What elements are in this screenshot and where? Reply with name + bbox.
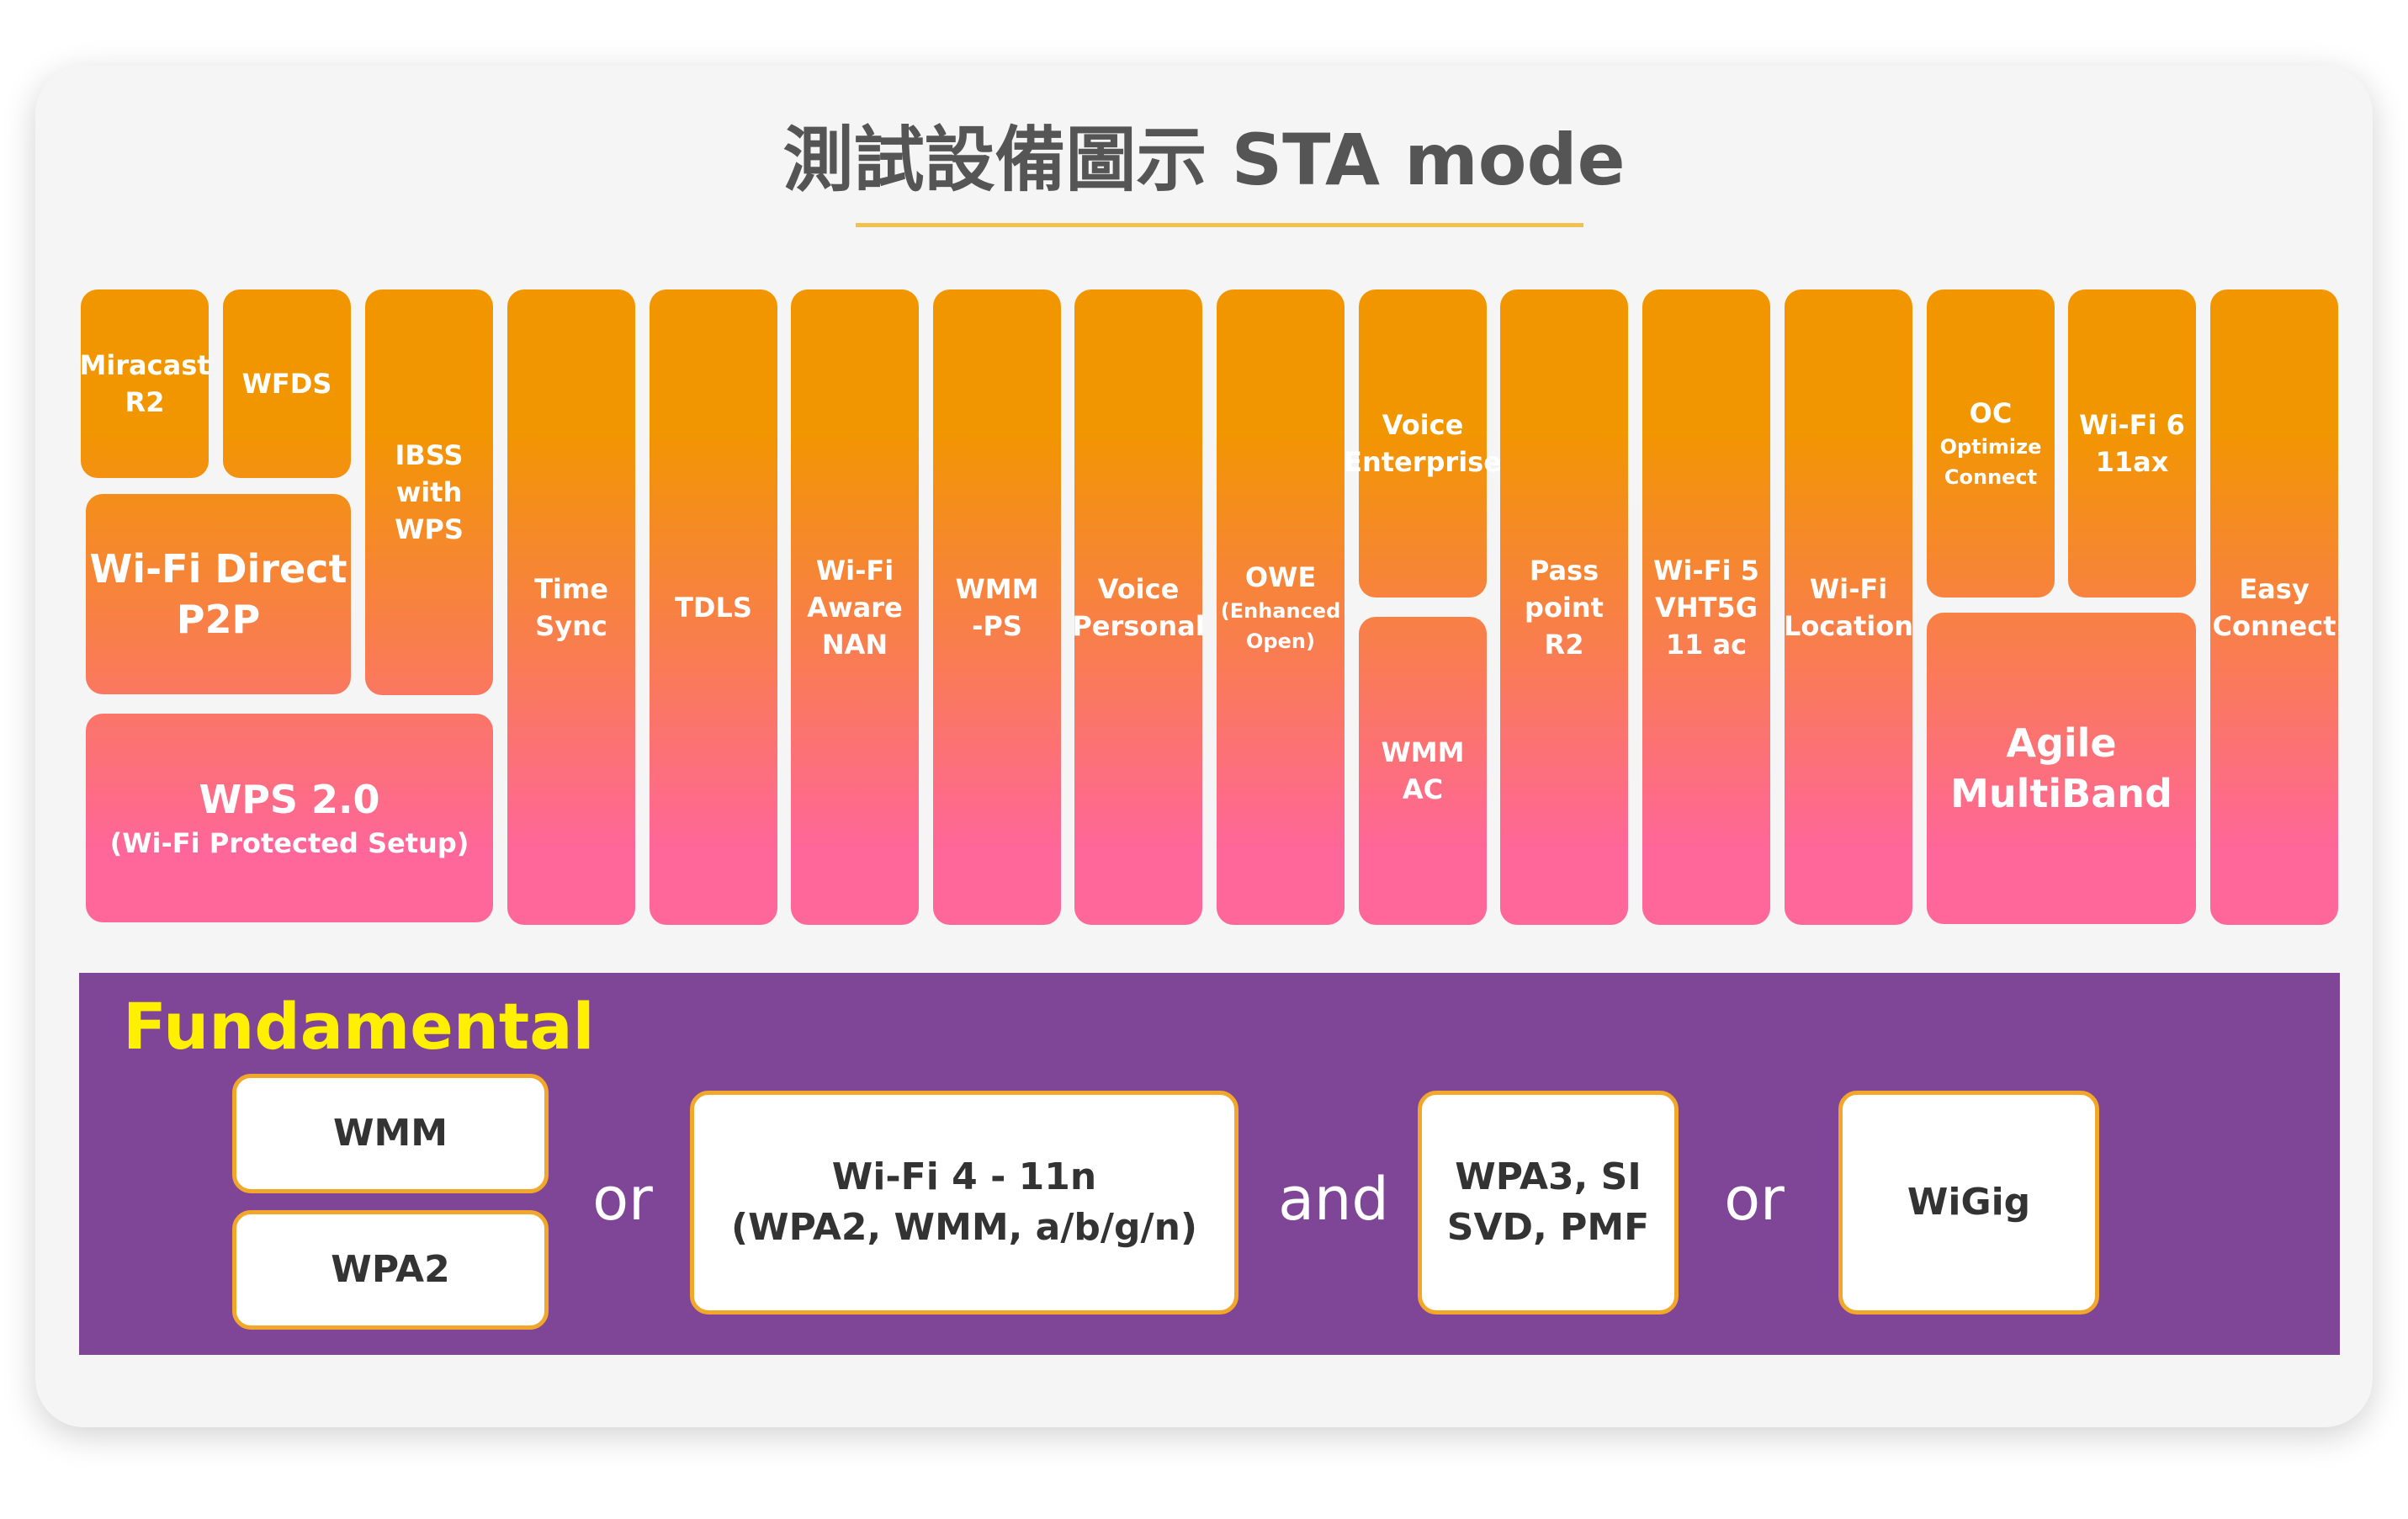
- block-label: Wi-Fi Direct: [89, 546, 347, 592]
- block-wifi6: Wi-Fi 6 11ax: [2068, 289, 2196, 598]
- block-label: IBSS: [395, 439, 464, 471]
- block-sublabel: Open): [1246, 629, 1315, 653]
- block-label: Personal: [1072, 609, 1205, 642]
- block-label: R2: [125, 386, 165, 418]
- fundamental-box-wmm: WMM: [232, 1074, 549, 1193]
- fundamental-box-label: (WPA2, WMM, a/b/g/n): [730, 1206, 1198, 1249]
- block-label: Location: [1784, 609, 1913, 642]
- fundamental-box-label: SVD, PMF: [1446, 1206, 1650, 1249]
- block-label: WMM: [955, 572, 1039, 605]
- fundamental-box-label: WPA2: [331, 1248, 450, 1291]
- block-label: 11 ac: [1665, 628, 1748, 661]
- connector-or-2: or: [1724, 1165, 1785, 1234]
- block-label: MultiBand: [1950, 771, 2172, 816]
- connector-and: and: [1278, 1165, 1389, 1234]
- block-label: WPS 2.0: [199, 777, 380, 822]
- block-label: Wi-Fi 5: [1653, 554, 1759, 587]
- block-wps: WPS 2.0 (Wi-Fi Protected Setup): [86, 714, 493, 922]
- block-label: Connect: [2212, 609, 2336, 642]
- block-wmmac: WMM AC: [1359, 617, 1487, 925]
- block-label: Voice: [1382, 409, 1464, 441]
- block-wmmps: WMM -PS: [933, 289, 1061, 925]
- fundamental-box-wifi4: Wi-Fi 4 - 11n (WPA2, WMM, a/b/g/n): [690, 1091, 1238, 1315]
- block-label: Aware: [807, 591, 903, 624]
- block-label: VHT5G: [1655, 591, 1758, 624]
- block-wifi5: Wi-Fi 5 VHT5G 11 ac: [1642, 289, 1770, 925]
- block-label: TDLS: [675, 591, 752, 624]
- block-wfds: WFDS: [223, 289, 351, 478]
- fundamental-box-wigig: WiGig: [1838, 1091, 2099, 1315]
- title-underline: [856, 223, 1583, 227]
- block-label: OC: [1969, 397, 2013, 429]
- fundamental-box-label: WiGig: [1907, 1181, 2031, 1224]
- block-tdls: TDLS: [650, 289, 777, 925]
- block-label: Time: [534, 572, 608, 605]
- block-label: Wi-Fi 6: [2079, 409, 2185, 441]
- block-label: AC: [1402, 773, 1444, 805]
- block-label: -PS: [972, 609, 1022, 642]
- block-passpoint: Pass point R2: [1500, 289, 1628, 925]
- block-label: Sync: [535, 609, 607, 642]
- block-sublabel: (Enhanced: [1220, 598, 1341, 623]
- block-label: Wi-Fi: [1809, 572, 1888, 605]
- connector-or-1: or: [592, 1165, 653, 1234]
- block-sublabel: Connect: [1944, 465, 2038, 489]
- block-label: point R2: [1525, 591, 1604, 661]
- block-label: with: [395, 476, 463, 508]
- block-label: WFDS: [241, 368, 332, 400]
- block-label: OWE: [1244, 560, 1317, 593]
- block-label: NAN: [821, 628, 888, 661]
- block-label: Pass: [1529, 554, 1599, 587]
- block-label: Agile: [2006, 720, 2117, 766]
- block-sublabel: (Wi-Fi Protected Setup): [109, 827, 469, 859]
- fundamental-box-wpa3: WPA3, SI SVD, PMF: [1418, 1091, 1679, 1315]
- fundamental-box-label: WPA3, SI: [1455, 1155, 1642, 1198]
- block-label: Voice: [1097, 572, 1180, 605]
- block-label: WMM: [1381, 736, 1465, 768]
- diagram-title: 測試設備圖示 STA mode: [782, 119, 1626, 201]
- block-sublabel: Optimize: [1939, 435, 2042, 459]
- block-label: 11ax: [2095, 446, 2169, 478]
- fundamental-box-label: Wi-Fi 4 - 11n: [831, 1155, 1097, 1198]
- block-label: Enterprise: [1344, 446, 1502, 478]
- fundamental-box-label: WMM: [332, 1112, 448, 1155]
- block-label: Miracast: [79, 349, 210, 381]
- block-label: Easy: [2239, 572, 2310, 605]
- fundamental-label: Fundamental: [123, 989, 595, 1064]
- block-label: WPS: [395, 513, 464, 545]
- block-label: Wi-Fi: [815, 554, 894, 587]
- block-label: P2P: [176, 597, 261, 642]
- fundamental-box-wpa2: WPA2: [232, 1210, 549, 1330]
